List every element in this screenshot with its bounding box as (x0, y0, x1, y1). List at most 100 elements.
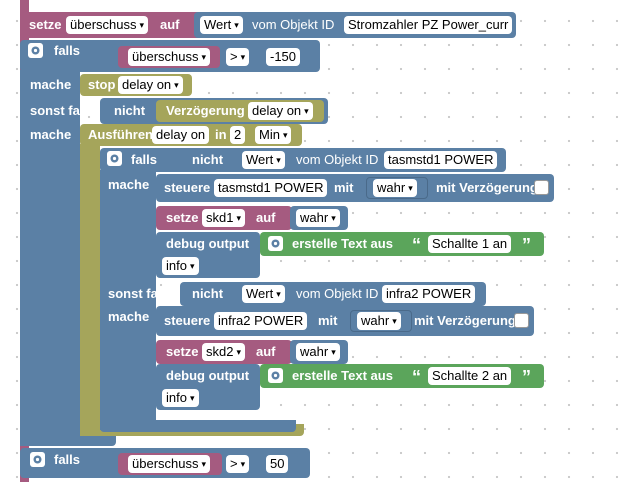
object-id-field[interactable]: infra2 POWER (382, 285, 476, 303)
variable-dropdown[interactable]: skd1▾ (202, 209, 245, 227)
else-if-keyword-1: sonst falls (30, 103, 95, 118)
value-source-label: Wert (246, 152, 274, 167)
text-field[interactable]: Schallte 1 an (428, 235, 512, 253)
object-value-block[interactable]: Wert▾ vom Objekt ID Stromzahler PZ Power… (194, 12, 516, 38)
log-level-dropdown[interactable]: info▾ (162, 257, 199, 275)
debug-block-2[interactable]: debug output info▾ (156, 364, 260, 410)
timeout-block[interactable]: Ausführen delay on in 2 Min▾ (80, 124, 302, 146)
chevron-down-icon: ▾ (201, 52, 207, 62)
device-field[interactable]: tasmstd1 POWER (214, 179, 328, 197)
timeout-unit-value: Min (259, 127, 280, 142)
variable-getter[interactable]: überschuss▾ (118, 46, 220, 68)
inner-if-footer (100, 420, 296, 432)
not-label: nicht (114, 103, 146, 118)
timeout-value-field[interactable]: 2 (230, 126, 246, 144)
number-field[interactable]: -150 (266, 48, 301, 66)
set-variable-skd2[interactable]: setze skd2▾ auf (156, 340, 292, 364)
chevron-down-icon: ▾ (392, 316, 397, 326)
gear-icon[interactable] (268, 368, 283, 383)
execute-label: Ausführen (88, 127, 153, 142)
quote-open-icon: “ (412, 367, 421, 387)
inner-if-block[interactable]: falls nicht Wert▾ vom Objekt ID tasmstd1… (100, 148, 506, 172)
chevron-down-icon: ▾ (189, 261, 195, 271)
timer-check-block[interactable]: Verzögerung delay on▾ (156, 100, 324, 122)
log-level-dropdown[interactable]: info▾ (162, 389, 199, 407)
stop-timer-block[interactable]: stop delay on▾ (80, 74, 192, 96)
chevron-down-icon: ▾ (236, 213, 241, 223)
value-source-dropdown[interactable]: Wert▾ (242, 151, 285, 169)
create-text-label: erstelle Text aus (292, 368, 393, 383)
delay-state-value: delay on (252, 103, 302, 118)
timeout-variable-field[interactable]: delay on (152, 126, 210, 144)
chevron-down-icon: ▾ (240, 459, 246, 469)
control-label: steuere (164, 313, 211, 328)
gear-icon[interactable] (30, 452, 45, 467)
operator-dropdown[interactable]: >▾ (226, 455, 250, 473)
stop-label: stop (88, 77, 116, 92)
bool-block[interactable]: wahr▾ (290, 340, 348, 364)
set-variable-skd1[interactable]: setze skd1▾ auf (156, 206, 292, 230)
not-label: nicht (192, 152, 224, 167)
bool-dropdown[interactable]: wahr▾ (296, 343, 340, 361)
set-keyword: setze (29, 17, 62, 32)
debug-label: debug output (166, 368, 250, 383)
number-block[interactable]: 50 (260, 453, 298, 475)
quote-open-icon: “ (412, 235, 421, 255)
variable-getter[interactable]: überschuss▾ (118, 453, 222, 475)
control-block-1[interactable]: steuere tasmstd1 POWER mit wahr▾ mit Ver… (156, 174, 554, 202)
bool-value: wahr (300, 210, 329, 225)
text-field[interactable]: Schallte 2 an (428, 367, 512, 385)
timeout-unit-dropdown[interactable]: Min▾ (255, 126, 292, 144)
timer-variable-dropdown[interactable]: delay on▾ (118, 76, 183, 94)
value-source-dropdown[interactable]: Wert▾ (200, 16, 243, 34)
if-block-1-frame (20, 70, 80, 446)
text-join-block-1[interactable]: erstelle Text aus “ Schallte 1 an ” (260, 232, 544, 256)
not-block-1[interactable]: nicht Verzögerung delay on▾ (100, 98, 328, 124)
control-block-2[interactable]: steuere infra2 POWER mit wahr▾ mit Verzö… (156, 306, 534, 336)
value-source-dropdown[interactable]: Wert▾ (242, 285, 285, 303)
bool-dropdown[interactable]: wahr▾ (373, 179, 417, 197)
text-join-block-2[interactable]: erstelle Text aus “ Schallte 2 an ” (260, 364, 544, 388)
bool-block[interactable]: wahr▾ (366, 177, 428, 199)
delay-state-dropdown[interactable]: delay on▾ (248, 102, 313, 120)
in-label: in (215, 127, 227, 142)
operator-dropdown[interactable]: >▾ (226, 48, 250, 66)
variable-dropdown[interactable]: skd2▾ (202, 343, 245, 361)
number-block[interactable]: -150 (260, 46, 306, 68)
gear-icon[interactable] (107, 151, 122, 166)
gear-icon[interactable] (28, 43, 43, 58)
quote-close-icon: ” (522, 367, 531, 387)
bool-block[interactable]: wahr▾ (290, 206, 348, 230)
gear-icon[interactable] (268, 236, 283, 251)
do-keyword-3: mache (108, 177, 150, 192)
set-variable-dropdown[interactable]: überschuss▾ (66, 16, 149, 34)
do-keyword-1: mache (30, 77, 72, 92)
object-id-field[interactable]: tasmstd1 POWER (384, 151, 498, 169)
variable-dropdown[interactable]: überschuss▾ (128, 48, 211, 66)
delay-option-label: mit Verzögerung (436, 180, 538, 195)
object-id-label: vom Objekt ID (252, 17, 335, 32)
bool-value: wahr (377, 180, 406, 195)
compare-block-2[interactable]: überschuss▾ >▾ 50 (112, 451, 300, 477)
chevron-down-icon: ▾ (189, 393, 195, 403)
device-field[interactable]: infra2 POWER (214, 312, 308, 330)
chevron-down-icon: ▾ (331, 213, 336, 223)
not-block-2[interactable]: nicht Wert▾ vom Objekt ID infra2 POWER (180, 282, 486, 306)
bool-dropdown[interactable]: wahr▾ (296, 209, 340, 227)
variable-dropdown[interactable]: überschuss▾ (128, 455, 211, 473)
debug-block-1[interactable]: debug output info▾ (156, 232, 260, 278)
delay-checkbox[interactable] (534, 180, 549, 195)
variable-name: überschuss (132, 49, 199, 64)
compare-block-1[interactable]: überschuss▾ >▾ -150 (112, 44, 310, 70)
bool-dropdown[interactable]: wahr▾ (357, 312, 401, 330)
chevron-down-icon: ▾ (240, 52, 246, 62)
number-field[interactable]: 50 (266, 455, 289, 473)
chevron-down-icon: ▾ (282, 130, 288, 140)
variable-name: skd2 (206, 344, 234, 359)
delay-checkbox[interactable] (514, 313, 529, 328)
set-to-label: auf (256, 210, 276, 225)
object-id-field[interactable]: Stromzahler PZ Power_curr (344, 16, 513, 34)
set-keyword: setze (166, 210, 199, 225)
debug-label: debug output (166, 236, 250, 251)
bool-block[interactable]: wahr▾ (350, 310, 412, 332)
